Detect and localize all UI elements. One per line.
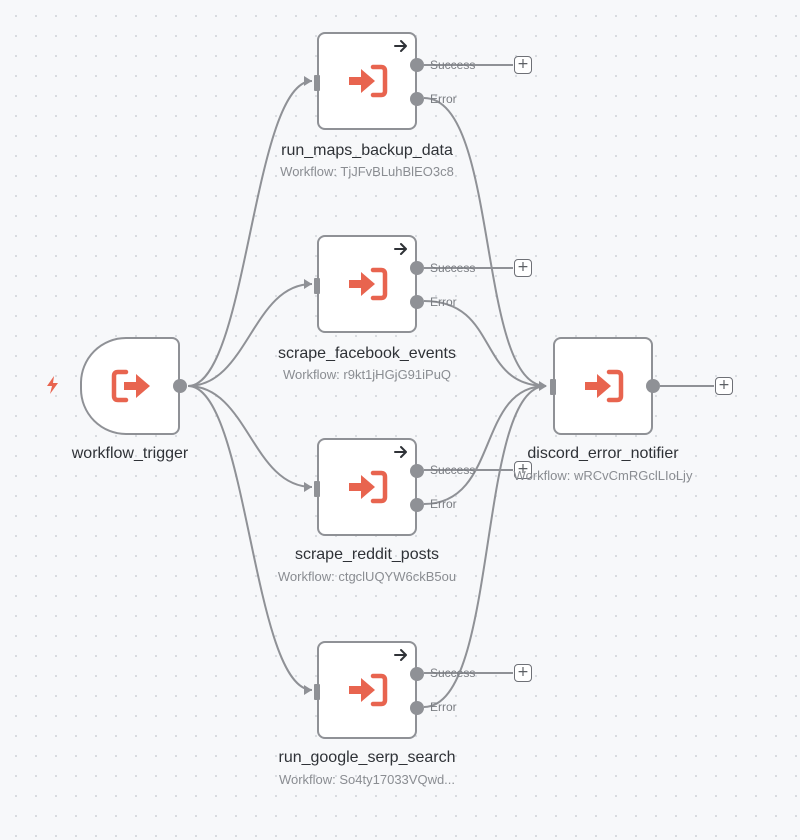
input-handle[interactable] [314, 684, 320, 700]
error-output-handle[interactable] [410, 498, 424, 512]
sign-in-icon [585, 369, 624, 403]
node-title: run_google_serp_search [278, 749, 456, 766]
sign-in-icon [349, 267, 388, 301]
edge-error-4-to-notifier [423, 385, 547, 708]
error-output-handle[interactable] [410, 92, 424, 106]
success-output-handle[interactable] [410, 261, 424, 275]
node-subtitle: Workflow: TjJFvBLuhBlEO3c8 [280, 164, 454, 179]
arrowhead-3 [304, 482, 312, 492]
node-discord-error-notifier[interactable] [550, 337, 660, 435]
input-handle[interactable] [314, 481, 320, 497]
edge-trigger-to-scrape-facebook-events [187, 283, 313, 387]
success-output-handle[interactable] [410, 667, 424, 681]
node-subtitle: Workflow: wRCvCmRGclLIoLjy [513, 468, 693, 483]
node-subtitle: Workflow: ctgclUQYW6ckB5ou [277, 569, 457, 584]
error-label: Error [430, 295, 457, 309]
node-scrape-facebook-events[interactable] [314, 235, 424, 333]
arrowhead-2 [304, 279, 312, 289]
success-label: Success [430, 666, 476, 680]
sign-in-icon [349, 470, 388, 504]
output-handle[interactable] [646, 379, 660, 393]
node-scrape-reddit-posts[interactable] [314, 438, 424, 536]
success-label: Success [430, 58, 476, 72]
success-output-handle[interactable] [410, 464, 424, 478]
success-output-handle[interactable] [410, 58, 424, 72]
node-run-google-serp-search[interactable] [314, 641, 424, 739]
error-label: Error [430, 700, 457, 714]
add-node-button[interactable]: + [514, 259, 532, 277]
trigger-node[interactable] [80, 337, 187, 435]
node-subtitle: Workflow: So4ty17033VQwd... [278, 772, 456, 787]
node-title: run_maps_backup_data [281, 142, 453, 159]
node-title: scrape_facebook_events [278, 345, 456, 362]
success-label: Success [430, 463, 476, 477]
success-label: Success [430, 261, 476, 275]
lightning-bolt-icon [47, 376, 58, 394]
open-workflow-icon[interactable] [394, 445, 408, 459]
sign-in-icon [349, 673, 388, 707]
edge-trigger-to-scrape-reddit-posts [187, 385, 313, 488]
open-workflow-icon[interactable] [394, 648, 408, 662]
node-title: discord_error_notifier [527, 445, 679, 462]
node-run-maps-backup-data[interactable] [314, 32, 424, 130]
edge-trigger-to-run-google-serp-search [187, 385, 313, 691]
error-output-handle[interactable] [410, 295, 424, 309]
add-node-button[interactable]: + [715, 377, 733, 395]
error-label: Error [430, 497, 457, 511]
input-handle[interactable] [550, 379, 556, 395]
sign-in-icon [349, 64, 388, 98]
node-subtitle: Workflow: r9kt1jHGjG91iPuQ [282, 367, 452, 382]
add-node-button[interactable]: + [514, 461, 532, 479]
edge-error-2-to-notifier [423, 300, 547, 387]
add-node-button[interactable]: + [514, 664, 532, 682]
error-output-handle[interactable] [410, 701, 424, 715]
edge-error-1-to-notifier [423, 97, 547, 387]
node-title: scrape_reddit_posts [294, 546, 440, 563]
add-node-button[interactable]: + [514, 56, 532, 74]
arrowhead-1 [304, 76, 312, 86]
input-handle[interactable] [314, 75, 320, 91]
error-label: Error [430, 92, 457, 106]
trigger-output-handle[interactable] [173, 379, 187, 393]
sign-out-icon [111, 369, 150, 403]
open-workflow-icon[interactable] [394, 242, 408, 256]
input-handle[interactable] [314, 278, 320, 294]
open-workflow-icon[interactable] [394, 39, 408, 53]
arrowhead-4 [304, 685, 312, 695]
arrowhead-notifier [539, 381, 547, 391]
edge-trigger-to-run-maps-backup-data [187, 80, 313, 387]
trigger-title: workflow_trigger [71, 445, 189, 462]
edge-error-3-to-notifier [423, 385, 547, 505]
